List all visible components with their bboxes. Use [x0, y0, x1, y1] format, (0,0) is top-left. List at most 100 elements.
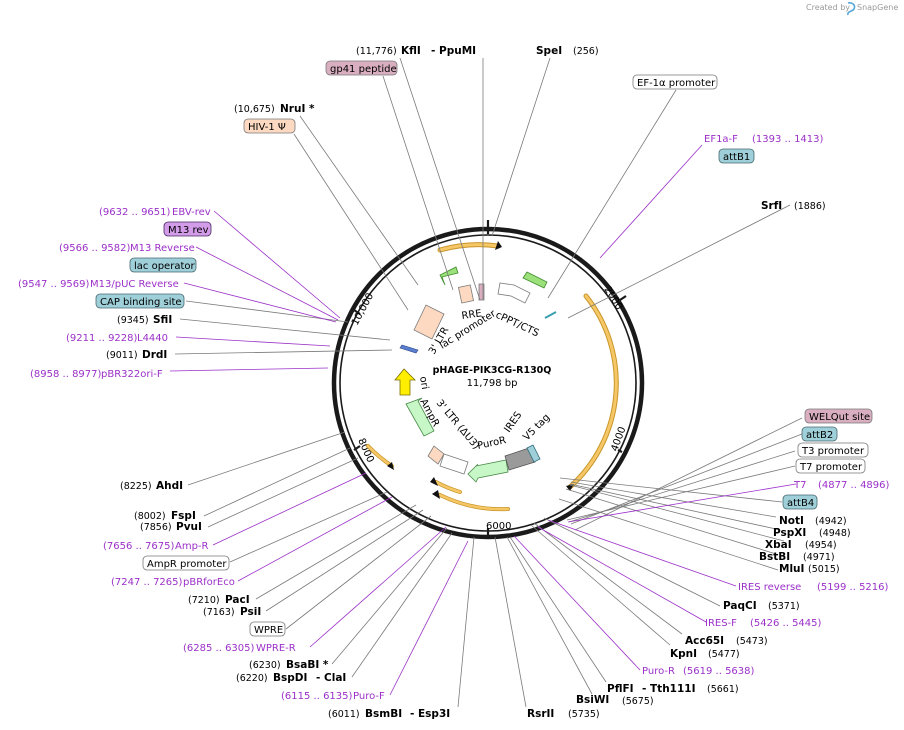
feature-attb1: attB1 [723, 152, 750, 163]
feature-label-ires: IRES [502, 410, 524, 435]
primer-leader-lines [169, 144, 797, 696]
orf-arcs [366, 242, 619, 512]
enzyme-pspxi: PspXI [773, 527, 806, 539]
enzyme-pos-drdi: (9011) [106, 350, 138, 361]
enzyme-bspdi: BspDI [273, 672, 307, 684]
feature-wpre: WPRE [254, 625, 283, 636]
primer-wpre-r: WPRE-R [256, 643, 296, 654]
enzyme-leader-lines [174, 57, 803, 708]
primer-l4440: L4440 [137, 333, 168, 344]
primer-puro-r: Puro-R [642, 666, 675, 677]
feature-cap-binding-site: CAP binding site [100, 297, 182, 308]
enzyme-pos-sfii: (9345) [117, 315, 149, 326]
primer-range-ef1a-f: (1393 .. 1413) [752, 134, 824, 145]
primer-range-pbrforeco: (7247 .. 7265) [111, 577, 183, 588]
enzyme-pos-bsmbi: (6011) [328, 709, 360, 720]
primer-amp-r: Amp-R [175, 541, 209, 552]
enzyme-ppumi: - PpuMI [431, 45, 476, 57]
primer-range-puro-f: (6115 .. 6135) [281, 691, 353, 702]
primer-m13-puc-reverse: M13/pUC Reverse [90, 279, 179, 290]
enzyme-pos-noti: (4942) [815, 516, 847, 527]
enzyme-pflfi: PflFI [607, 683, 634, 695]
enzyme-pos-bspdi: (6220) [236, 673, 268, 684]
enzyme-mlui: MluI [779, 563, 804, 575]
primer-labels: EF1a-F (1393 .. 1413) (9632 .. 9651) EBV… [18, 134, 890, 702]
feature-lac-operator: lac operator [134, 261, 195, 272]
enzyme-ahdi: AhdI [156, 480, 183, 492]
enzyme-pos-pspxi: (4948) [819, 528, 851, 539]
enzyme-pos-fspi: (8002) [134, 511, 166, 522]
enzyme-pos-mlui: (5015) [808, 564, 840, 575]
enzyme-pos-paqci: (5371) [768, 601, 800, 612]
primer-m13-reverse: M13 Reverse [130, 243, 195, 254]
enzyme-sfii: SfiI [153, 314, 172, 326]
enzyme-pos-xbai: (4954) [805, 540, 837, 551]
enzyme-psii: PsiI [240, 606, 261, 618]
enzyme-kpni: KpnI [670, 648, 697, 660]
enzyme-bsiwi: BsiWI [576, 694, 609, 706]
feature-ef1a-promoter: EF-1α promoter [637, 78, 716, 89]
feature-t3-promoter: T3 promoter [801, 446, 865, 457]
primer-range-l4440: (9211 .. 9228) [66, 333, 138, 344]
enzyme-pos-bsiwi: (5675) [622, 696, 654, 707]
enzyme-pos-rsrii: (5735) [568, 709, 600, 720]
enzyme-pos-paci: (7210) [188, 595, 220, 606]
feature-t7-promoter: T7 promoter [799, 462, 863, 473]
enzyme-nrui: NruI * [280, 103, 315, 115]
feature-welqut-site: WELQut site [809, 412, 870, 423]
created-by-text: Created by [806, 3, 850, 12]
feature-label-puror: PuroR [476, 435, 507, 452]
primer-range-m13-puc-reverse: (9547 .. 9569) [18, 279, 90, 290]
enzyme-bsmbi: BsmBI [365, 708, 402, 720]
snapgene-brand: SnapGene [857, 3, 898, 12]
feature-attb2: attB2 [806, 430, 833, 441]
enzyme-pos-bstbi: (4971) [803, 552, 835, 563]
primer-range-t7: (4877 .. 4896) [818, 480, 890, 491]
enzyme-spei: SpeI [536, 45, 562, 57]
enzyme-clai: - ClaI [316, 672, 346, 684]
primer-ires-f: IRES-F [705, 618, 737, 629]
enzyme-pos-kpni: (5477) [708, 649, 740, 660]
enzyme-pos-spei: (256) [573, 46, 599, 57]
snapgene-logo-icon [847, 2, 856, 16]
enzyme-pos-psii: (7163) [203, 607, 235, 618]
plasmid-name: pHAGE-PIK3CG-R130Q [433, 365, 552, 376]
primer-t7: T7 [793, 480, 806, 491]
enzyme-pos-pflfi: (5661) [707, 684, 739, 695]
enzyme-esp3i: - Esp3I [410, 708, 450, 720]
enzyme-pos-acc65i: (5473) [736, 636, 768, 647]
feature-attb4: attB4 [787, 498, 814, 509]
primer-range-ebv-rev: (9632 .. 9651) [99, 207, 171, 218]
ruler-label-6000: 6000 [486, 521, 511, 532]
enzyme-paqci: PaqCI [723, 600, 757, 612]
enzyme-rsrii: RsrII [527, 708, 554, 720]
feature-label-v5-tag: V5 tag [521, 412, 552, 443]
enzyme-xbai: XbaI [765, 539, 792, 551]
feature-ampr-promoter: AmpR promoter [147, 559, 227, 570]
enzyme-pos-ahdi: (8225) [120, 481, 152, 492]
primer-range-puro-r: (5619 .. 5638) [683, 666, 755, 677]
enzyme-tth111i: - Tth111I [642, 683, 696, 695]
enzyme-pos-kfli: (11,776) [356, 46, 397, 57]
feature-m13-rev: M13 rev [168, 225, 209, 236]
enzyme-pos-nrui: (10,675) [234, 104, 275, 115]
enzyme-pvui: PvuI [176, 521, 202, 533]
enzyme-srfi: SrfI [761, 200, 782, 212]
primer-range-ires-f: (5426 .. 5445) [750, 618, 822, 629]
primer-range-ires-reverse: (5199 .. 5216) [817, 582, 889, 593]
enzyme-pos-srfi: (1886) [794, 201, 826, 212]
feature-boxes: gp41 peptide EF-1α promoter HIV-1 Ψ attB… [95, 60, 873, 637]
primer-pbrforeco: pBRforEco [183, 577, 235, 588]
enzyme-noti: NotI [779, 515, 804, 527]
ruler-ticks [353, 220, 627, 536]
feature-label-ori: ori [417, 376, 430, 391]
enzyme-kfli: KflI [401, 45, 421, 57]
feature-hiv1-psi: HIV-1 Ψ [248, 122, 286, 133]
enzyme-bstbi: BstBI [759, 551, 790, 563]
primer-ires-reverse: IRES reverse [738, 582, 801, 593]
enzyme-pos-bsabi: (6230) [249, 660, 281, 671]
primer-ef1a-f: EF1a-F [704, 134, 738, 145]
primer-puro-f: Puro-F [353, 691, 385, 702]
feature-label-3ltr-du3: 3' LTR (ΔU3) [434, 398, 482, 452]
